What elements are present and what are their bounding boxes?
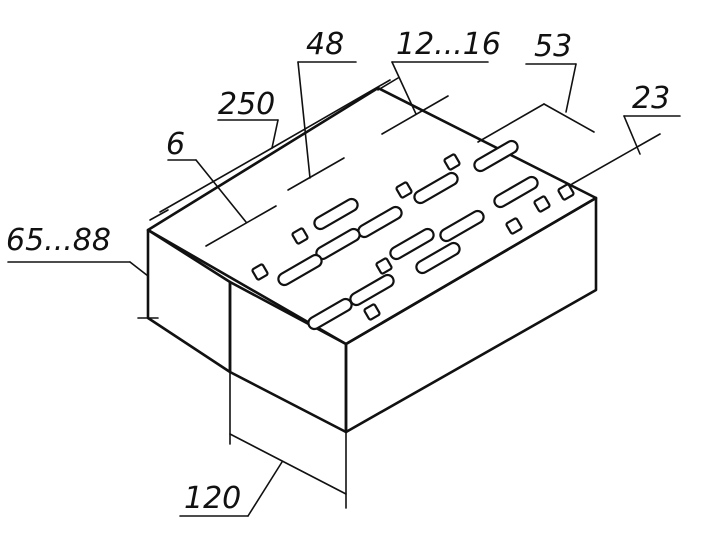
square-hole xyxy=(395,181,413,199)
square-hole xyxy=(557,183,575,201)
square-hole xyxy=(505,217,523,235)
slot xyxy=(313,197,359,231)
brick-front-face xyxy=(228,280,348,434)
square-hole xyxy=(533,195,551,213)
dim-slot-width-label: 12...16 xyxy=(396,27,501,62)
dim-slot-length-label: 53 xyxy=(534,29,572,64)
slot xyxy=(315,227,361,261)
dimension-labels: 250 65...88 120 6 48 12...16 53 23 xyxy=(6,27,670,516)
dim-edge-margin-label: 23 xyxy=(632,81,670,116)
slot xyxy=(473,139,519,173)
slot xyxy=(413,171,459,205)
slot xyxy=(277,253,323,287)
slot xyxy=(493,175,539,209)
dim-length-label: 250 xyxy=(218,87,275,122)
slot xyxy=(439,209,485,243)
dimension-lines xyxy=(7,61,681,517)
brick-left-face xyxy=(146,228,232,374)
brick-holes xyxy=(251,139,575,331)
square-hole xyxy=(363,303,381,321)
slot xyxy=(415,241,461,275)
dim-height-label: 65...88 xyxy=(6,223,111,258)
slot xyxy=(389,227,435,261)
dim-slot-pitch-label: 48 xyxy=(306,27,344,62)
slot xyxy=(349,273,395,307)
slot xyxy=(307,297,353,331)
brick-body xyxy=(146,86,598,434)
dim-width-label: 120 xyxy=(184,481,241,516)
brick-right-face xyxy=(344,196,598,434)
slot xyxy=(357,205,403,239)
square-hole xyxy=(375,257,393,275)
dim-wall-label: 6 xyxy=(166,127,185,162)
square-hole xyxy=(291,227,309,245)
square-hole xyxy=(443,153,461,171)
square-hole xyxy=(251,263,269,281)
